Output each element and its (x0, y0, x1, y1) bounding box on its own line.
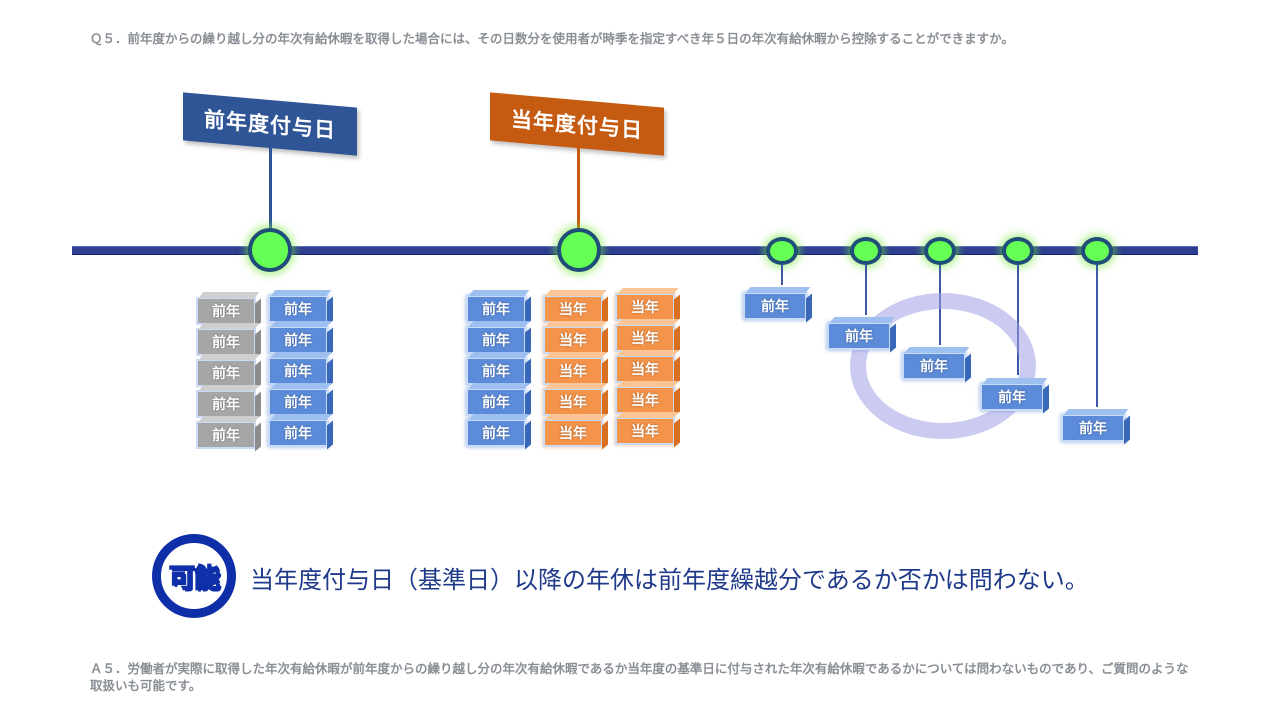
leave-drop-line-2 (865, 265, 867, 315)
block-curr: 当年 (543, 326, 603, 354)
block-prev: 前年 (268, 326, 328, 354)
leave-drop-line-1 (781, 265, 783, 285)
block-curr: 当年 (543, 419, 603, 447)
taken-leave-block-1: 前年 (743, 292, 807, 320)
current-grant-date-label: 当年度付与日 (511, 107, 643, 143)
leave-node-5 (1081, 237, 1113, 265)
possible-badge-text: 可能 (168, 563, 221, 595)
block-curr: 当年 (543, 388, 603, 416)
block-prev-gray: 前年 (196, 421, 256, 449)
block-curr: 当年 (615, 324, 675, 352)
block-curr: 当年 (543, 357, 603, 385)
current-grant-node (557, 228, 601, 272)
block-prev: 前年 (466, 295, 526, 323)
block-prev: 前年 (268, 295, 328, 323)
block-prev: 前年 (466, 357, 526, 385)
taken-leave-block-3: 前年 (902, 352, 966, 380)
previous-grant-node (248, 228, 292, 272)
current-flag-pole (577, 148, 580, 232)
leave-node-2 (850, 237, 882, 265)
leave-node-3 (924, 237, 956, 265)
block-curr: 当年 (543, 295, 603, 323)
block-prev: 前年 (268, 357, 328, 385)
taken-leave-block-2: 前年 (827, 322, 891, 350)
block-prev: 前年 (268, 388, 328, 416)
leave-node-4 (1002, 237, 1034, 265)
block-prev: 前年 (268, 419, 328, 447)
block-curr: 当年 (615, 386, 675, 414)
timeline-axis (72, 246, 1198, 255)
block-prev-gray: 前年 (196, 328, 256, 356)
block-prev-gray: 前年 (196, 359, 256, 387)
previous-grant-date-flag: 前年度付与日 (183, 92, 357, 156)
conclusion-text: 当年度付与日（基準日）以降の年休は前年度繰越分であるか否かは問わない。 (250, 566, 1089, 594)
block-curr: 当年 (615, 293, 675, 321)
question-text: Ｑ５．前年度からの繰り越し分の年次有給休暇を取得した場合には、その日数分を使用者… (90, 31, 1014, 46)
block-prev: 前年 (466, 419, 526, 447)
leave-drop-line-5 (1096, 265, 1098, 407)
block-prev-gray: 前年 (196, 297, 256, 325)
answer-text: Ａ５．労働者が実際に取得した年次有給休暇が前年度からの繰り越し分の年次有給休暇で… (90, 661, 1189, 693)
block-curr: 当年 (615, 417, 675, 445)
block-curr: 当年 (615, 355, 675, 383)
block-prev: 前年 (466, 388, 526, 416)
block-prev-gray: 前年 (196, 390, 256, 418)
leave-drop-line-4 (1017, 265, 1019, 375)
taken-leave-block-5: 前年 (1061, 414, 1125, 442)
possible-badge: 可能 (152, 534, 236, 618)
block-prev: 前年 (466, 326, 526, 354)
previous-grant-date-label: 前年度付与日 (204, 107, 336, 143)
leave-node-1 (766, 237, 798, 265)
taken-leave-block-4: 前年 (980, 383, 1044, 411)
current-grant-date-flag: 当年度付与日 (490, 92, 664, 156)
previous-flag-pole (269, 148, 272, 232)
